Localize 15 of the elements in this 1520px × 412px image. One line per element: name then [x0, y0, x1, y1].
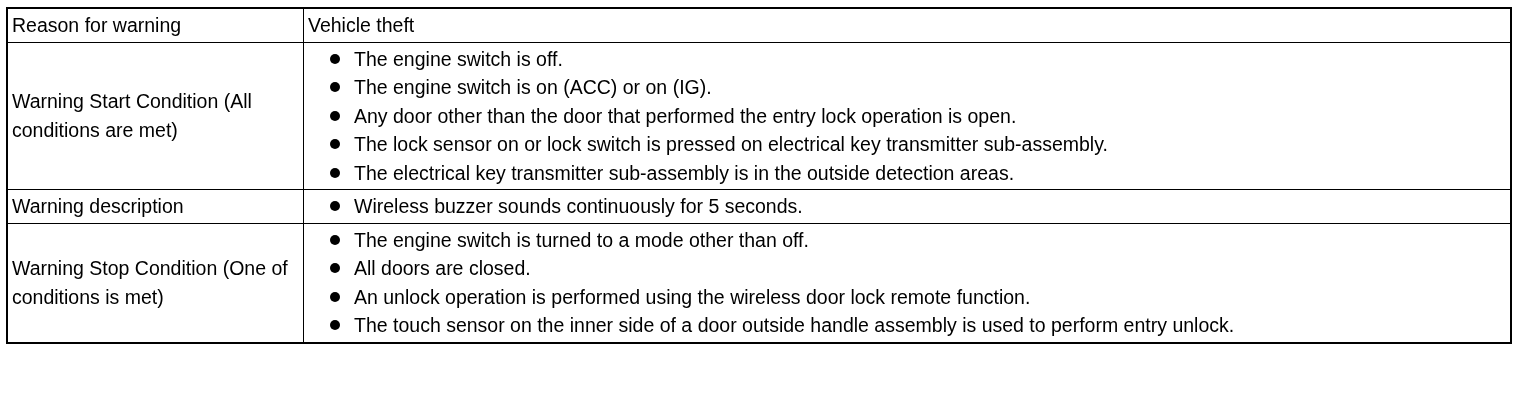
list-item: All doors are closed. [354, 256, 531, 281]
list-item: The engine switch is on (ACC) or on (IG). [354, 75, 712, 100]
list-item: The engine switch is off. [354, 46, 563, 72]
list-item: Any door other than the door that performed the entry lock operation is open. [354, 103, 1017, 129]
row-header: Reason for warning [12, 13, 182, 38]
list-item: The electrical key transmitter sub-assembly is in the outside detection areas. [354, 160, 1015, 186]
list-item: An unlock operation is performed using the wireless door lock remote function. [354, 284, 1031, 310]
list-item: Wireless buzzer sounds continuously for 5 seconds. [354, 194, 803, 219]
row-header: Warning description [12, 194, 184, 219]
row-header: Warning Stop Condition (One of conditions is met) [12, 256, 289, 310]
list-item: The engine switch is turned to a mode other than off. [354, 227, 809, 253]
column-header: Vehicle theft [308, 14, 415, 36]
list-item: The lock sensor on or lock switch is pressed on electrical key transmitter sub-assembly. [354, 132, 1108, 157]
row-header: Warning Start Condition (All conditions are met) [12, 89, 253, 143]
list-item: The touch sensor on the inner side of a door outside handle assembly is used to perform entry unlock. [354, 313, 1235, 338]
